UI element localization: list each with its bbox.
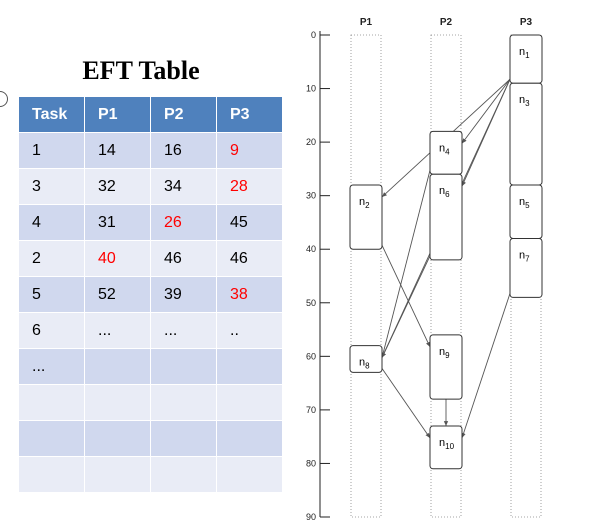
header-p3: P3 bbox=[216, 96, 283, 133]
axis-tick-label: 90 bbox=[306, 512, 316, 522]
task-label-n7: n7 bbox=[519, 250, 530, 264]
cell-p3 bbox=[216, 384, 283, 421]
cell-p1: 52 bbox=[84, 276, 151, 313]
cell-p1: 40 bbox=[84, 240, 151, 277]
processor-header-p3: P3 bbox=[520, 17, 533, 28]
task-box-n7 bbox=[509, 238, 543, 298]
axis-tick-label: 70 bbox=[306, 405, 316, 415]
edge-n4-n8 bbox=[381, 170, 431, 358]
edge-n6-n8 bbox=[381, 255, 431, 358]
eft-table-header-row: Task P1 P2 P3 bbox=[18, 96, 283, 133]
cell-p1: 32 bbox=[84, 168, 151, 205]
cell-task bbox=[18, 420, 85, 457]
cell-p3: 38 bbox=[216, 276, 283, 313]
cell-task bbox=[18, 456, 85, 493]
eft-table-row bbox=[18, 420, 283, 457]
eft-table-title: EFT Table bbox=[82, 56, 200, 85]
lane-p1 bbox=[350, 34, 382, 518]
task-label-n2: n2 bbox=[359, 196, 370, 210]
cell-task: 1 bbox=[18, 132, 85, 169]
cell-p2 bbox=[150, 420, 217, 457]
task-label-n1: n1 bbox=[519, 46, 530, 60]
cell-task: 3 bbox=[18, 168, 85, 205]
cell-p3 bbox=[216, 348, 283, 385]
cell-p1: 14 bbox=[84, 132, 151, 169]
eft-table-row: 6........ bbox=[18, 312, 283, 349]
lane-p2 bbox=[430, 34, 462, 518]
cell-p3 bbox=[216, 420, 283, 457]
axis-tick-label: 40 bbox=[306, 244, 316, 254]
task-box-n5 bbox=[509, 184, 543, 240]
cell-task: 4 bbox=[18, 204, 85, 241]
task-box-n9 bbox=[429, 334, 463, 400]
cell-p1 bbox=[84, 348, 151, 385]
cell-p2: 26 bbox=[150, 204, 217, 241]
eft-table-row: ... bbox=[18, 348, 283, 385]
task-box-n10 bbox=[429, 425, 463, 470]
axis-tick-label: 0 bbox=[311, 30, 316, 40]
cell-p3: 28 bbox=[216, 168, 283, 205]
cell-p2: 46 bbox=[150, 240, 217, 277]
eft-table-row bbox=[18, 384, 283, 421]
header-p2: P2 bbox=[150, 96, 217, 133]
edge-n2-n9 bbox=[381, 245, 431, 348]
cell-p2: ... bbox=[150, 312, 217, 349]
cell-p1 bbox=[84, 384, 151, 421]
header-p1: P1 bbox=[84, 96, 151, 133]
axis-tick-label: 80 bbox=[306, 458, 316, 468]
cell-p2: 16 bbox=[150, 132, 217, 169]
task-label-n5: n5 bbox=[519, 196, 530, 210]
processor-header-p1: P1 bbox=[360, 17, 373, 28]
slide-edge-circle bbox=[0, 91, 8, 107]
task-label-n3: n3 bbox=[519, 94, 530, 108]
task-box-n8 bbox=[349, 345, 383, 373]
cell-task bbox=[18, 384, 85, 421]
processor-header-p2: P2 bbox=[440, 17, 453, 28]
cell-p1 bbox=[84, 456, 151, 493]
cell-p3: 46 bbox=[216, 240, 283, 277]
schedule-diagram: 0 10 20 30 40 50 60 70 80 90 P1 P2 P3 n1 n3 n5 n7 n4 n6 n… bbox=[306, 17, 543, 522]
edge-n1-n4 bbox=[461, 78, 511, 144]
cell-p2 bbox=[150, 348, 217, 385]
header-task: Task bbox=[18, 96, 85, 133]
eft-table-row bbox=[18, 456, 283, 493]
cell-task: 6 bbox=[18, 312, 85, 349]
cell-p1: 31 bbox=[84, 204, 151, 241]
axis-tick-label: 10 bbox=[306, 84, 316, 94]
axis-tick-label: 30 bbox=[306, 191, 316, 201]
edge-n8-n10 bbox=[381, 368, 431, 439]
axis-tick-label: 20 bbox=[306, 137, 316, 147]
cell-task: 5 bbox=[18, 276, 85, 313]
cell-p3 bbox=[216, 456, 283, 493]
cell-p3: 9 bbox=[216, 132, 283, 169]
axis-tick-label: 50 bbox=[306, 298, 316, 308]
cell-p2: 34 bbox=[150, 168, 217, 205]
cell-p2: 39 bbox=[150, 276, 217, 313]
cell-p1: ... bbox=[84, 312, 151, 349]
cell-p2 bbox=[150, 384, 217, 421]
cell-task: 2 bbox=[18, 240, 85, 277]
task-box-n6 bbox=[429, 173, 463, 261]
cell-task: ... bbox=[18, 348, 85, 385]
cell-p3: 45 bbox=[216, 204, 283, 241]
task-label-n8: n8 bbox=[359, 357, 370, 371]
edge-n7-n10 bbox=[461, 293, 511, 439]
task-label-n9: n9 bbox=[439, 346, 450, 360]
task-label-n6: n6 bbox=[439, 185, 450, 199]
task-box-n2 bbox=[349, 184, 383, 250]
task-label-n4: n4 bbox=[439, 142, 450, 156]
cell-p1 bbox=[84, 420, 151, 457]
axis-tick-label: 60 bbox=[306, 351, 316, 361]
cell-p3: .. bbox=[216, 312, 283, 349]
cell-p2 bbox=[150, 456, 217, 493]
